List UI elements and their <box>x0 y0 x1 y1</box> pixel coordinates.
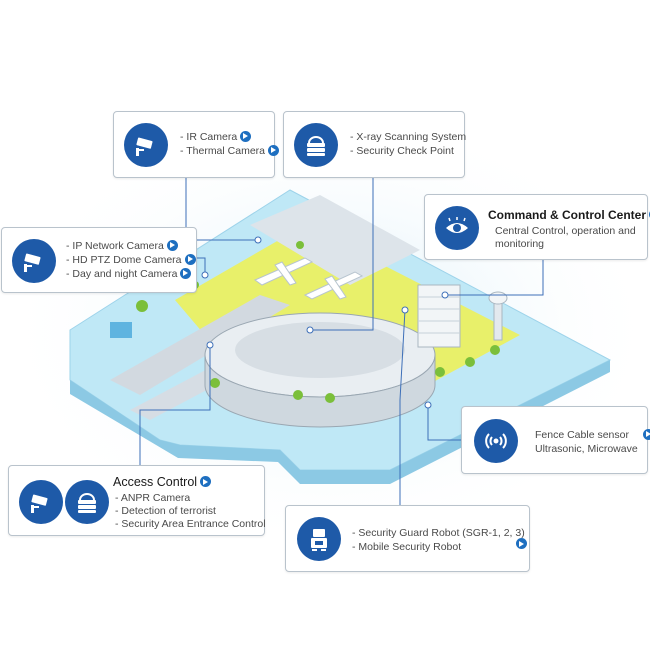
thermal-camera-arrow-icon[interactable] <box>268 144 279 156</box>
xray-scanner-icon <box>65 480 109 524</box>
command-control-title: Command & Control Center <box>488 208 647 222</box>
security-check-item: - Security Check Point <box>350 145 454 157</box>
trees <box>136 241 500 403</box>
anpr-camera-item: - ANPR Camera <box>115 492 191 504</box>
xray-scanner-icon <box>294 123 338 167</box>
access-control-title: Access Control <box>113 475 198 489</box>
robot-icon <box>297 517 341 561</box>
terminal-wall <box>204 354 436 428</box>
control-tower <box>493 299 503 341</box>
security-robot-arrow-icon[interactable] <box>516 538 527 549</box>
ir-camera-arrow-icon[interactable] <box>240 130 252 142</box>
ultrasonic-microwave-item: Ultrasonic, Microwave <box>535 443 638 455</box>
ip-network-camera-item: - IP Network Camera <box>66 240 164 252</box>
fence-sensor-card: Fence Cable sensor Ultrasonic, Microwave <box>461 406 650 474</box>
cctv-camera-icon <box>124 123 168 167</box>
cctv-camera-icon <box>12 239 56 283</box>
guard-house <box>110 322 132 338</box>
signal-wave-icon <box>474 419 518 463</box>
xray-system-item: - X-ray Scanning System <box>350 131 467 143</box>
ptz-dome-camera-arrow-icon[interactable] <box>184 253 196 265</box>
airplanes <box>253 257 364 300</box>
security-guard-robot-item: - Security Guard Robot (SGR-1, 2, 3) <box>352 527 525 539</box>
fence-sensor-arrow-icon[interactable] <box>642 428 650 440</box>
command-control-desc-2: monitoring <box>495 238 545 250</box>
eye-icon <box>435 206 479 250</box>
thermal-camera-item: - Thermal Camera <box>180 145 265 157</box>
ip-network-camera-arrow-icon[interactable] <box>166 239 178 251</box>
cctv-camera-icon <box>19 480 63 524</box>
security-robot-card: - Security Guard Robot (SGR-1, 2, 3) - M… <box>285 505 530 572</box>
connector-dots <box>201 236 449 409</box>
command-control-card: Command & Control Center Central Control… <box>424 194 650 260</box>
access-control-card: Access Control - ANPR Camera - Detection… <box>8 465 266 536</box>
terminal-floor <box>235 322 405 378</box>
ir-camera-card: - IR Camera - Thermal Camera <box>113 111 279 178</box>
xray-card: - X-ray Scanning System - Security Check… <box>283 111 467 178</box>
connector-lines <box>139 178 544 505</box>
detection-terrorist-item: - Detection of terrorist <box>115 505 216 517</box>
platform-side <box>70 360 610 484</box>
ip-camera-card: - IP Network Camera - HD PTZ Dome Camera… <box>1 227 197 293</box>
fence-cable-sensor-item: Fence Cable sensor <box>535 429 629 441</box>
security-area-entrance-item: - Security Area Entrance Control <box>115 518 266 530</box>
runway <box>250 195 420 285</box>
mobile-security-robot-item: - Mobile Security Robot <box>352 541 462 553</box>
runway-road <box>110 295 290 395</box>
office-tower <box>417 284 461 348</box>
access-control-arrow-icon[interactable] <box>200 476 212 488</box>
ptz-dome-camera-item: - HD PTZ Dome Camera <box>66 254 182 266</box>
command-control-desc-1: Central Control, operation and <box>495 225 636 237</box>
ir-camera-item: - IR Camera <box>180 131 238 143</box>
day-night-camera-item: - Day and night Camera <box>66 268 178 280</box>
day-night-camera-arrow-icon[interactable] <box>180 267 192 279</box>
